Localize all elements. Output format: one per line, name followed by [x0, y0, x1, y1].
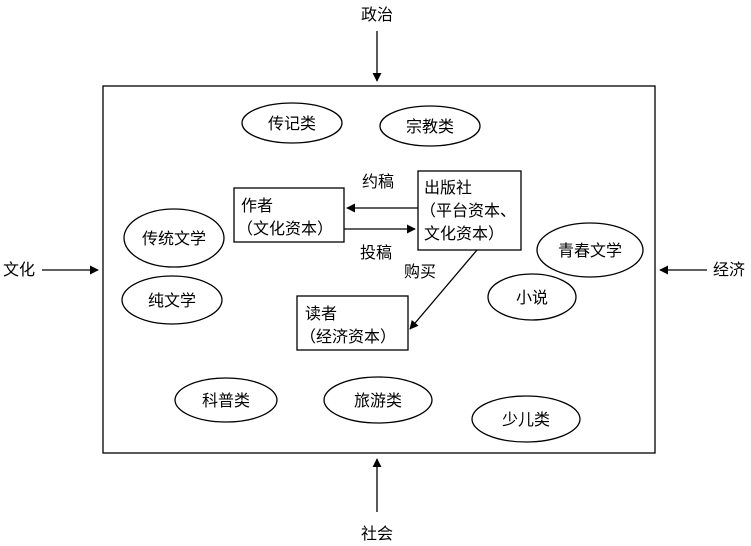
- genre-pure-literature-label: 纯文学: [148, 291, 196, 310]
- force-label-culture: 文化: [3, 260, 35, 279]
- genre-novel: 小说: [487, 273, 577, 321]
- genre-popular-science-label: 科普类: [202, 391, 250, 410]
- genre-traditional-literature-label: 传统文学: [142, 229, 206, 248]
- actor-publisher-capital-1: （平台资本、: [420, 201, 516, 220]
- field-boundary: [102, 85, 656, 454]
- genre-religion: 宗教类: [379, 105, 481, 147]
- submission-label: 投稿: [360, 243, 392, 262]
- actor-reader-name: 读者: [305, 304, 337, 323]
- genre-traditional-literature: 传统文学: [123, 208, 225, 268]
- force-label-economy: 经济: [713, 260, 745, 279]
- genre-travel: 旅游类: [323, 376, 433, 424]
- genre-biography: 传记类: [241, 102, 343, 144]
- genre-travel-label: 旅游类: [354, 391, 402, 410]
- actor-author-name: 作者: [241, 196, 273, 215]
- actor-publisher-capital-2: 文化资本）: [424, 224, 504, 243]
- force-label-society: 社会: [361, 524, 393, 543]
- genre-popular-science: 科普类: [174, 377, 278, 423]
- genre-religion-label: 宗教类: [406, 117, 454, 136]
- actor-reader: 读者 （经济资本）: [296, 295, 409, 351]
- actor-author: 作者 （文化资本）: [233, 187, 345, 243]
- genre-pure-literature: 纯文学: [121, 275, 223, 325]
- genre-youth-literature: 青春文学: [536, 222, 644, 278]
- actor-publisher: 出版社 （平台资本、 文化资本）: [417, 170, 522, 251]
- genre-children: 少儿类: [471, 395, 581, 443]
- actor-reader-capital: （经济资本）: [300, 327, 396, 346]
- purchase-label: 购买: [404, 262, 436, 281]
- commission-label: 约稿: [362, 172, 394, 191]
- actor-publisher-name: 出版社: [424, 178, 472, 197]
- force-label-politics: 政治: [361, 5, 393, 24]
- genre-biography-label: 传记类: [268, 114, 316, 133]
- genre-children-label: 少儿类: [502, 410, 550, 429]
- genre-youth-literature-label: 青春文学: [558, 241, 622, 260]
- actor-author-capital: （文化资本）: [237, 219, 333, 238]
- purchase-arrow: [409, 249, 478, 330]
- genre-novel-label: 小说: [516, 288, 548, 307]
